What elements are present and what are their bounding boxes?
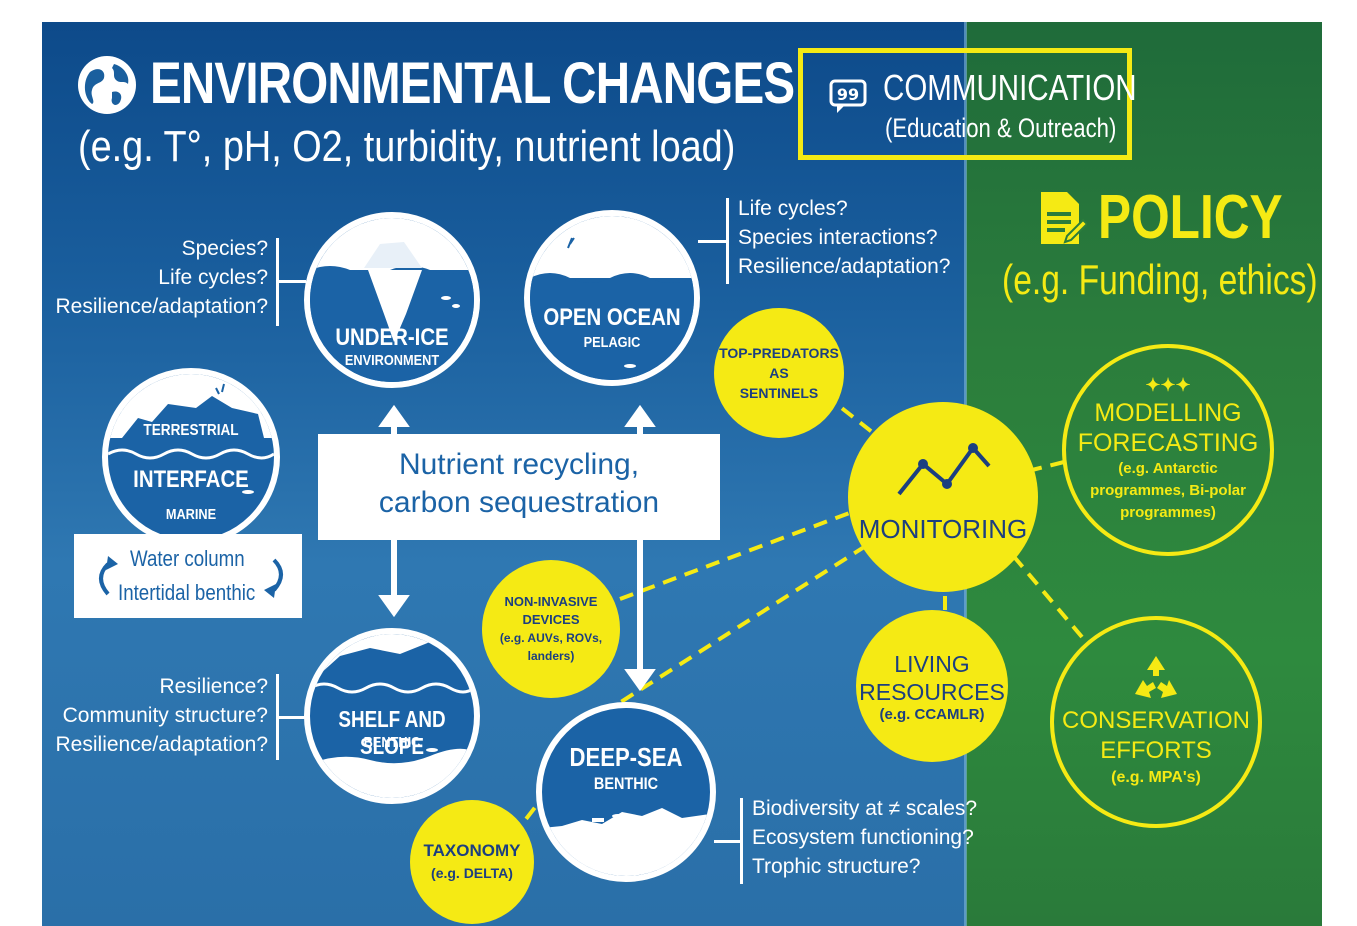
question-item: Species? <box>181 237 268 260</box>
modelling-ring: ✦✦✦ MODELLING FORECASTING (e.g. Antarcti… <box>1062 344 1274 556</box>
bracket-deep-sea-stem <box>714 840 742 843</box>
marine-label: MARINE <box>165 506 217 523</box>
question-item: Resilience/adaptation? <box>738 255 951 278</box>
question-item: Ecosystem functioning? <box>752 826 974 849</box>
non-invasive-line3: (e.g. AUVs, ROVs, <box>499 631 603 645</box>
terrestrial-interface-circle: TERRESTRIAL INTERFACE MARINE <box>102 368 280 546</box>
arrow-head-down-right <box>624 669 656 692</box>
living-line2: RESOURCES <box>859 678 1005 705</box>
non-invasive-line4: landers) <box>527 649 575 663</box>
deep-sea-sub: BENTHIC <box>593 774 659 793</box>
shelf-questions: Resilience? Community structure? Resilie… <box>42 672 268 759</box>
under-ice-questions: Species? Life cycles? Resilience/adaptat… <box>42 234 268 321</box>
cycle-arrows-icon <box>99 556 283 598</box>
sparkles-icon: ✦✦✦ <box>1145 375 1191 395</box>
question-item: Biodiversity at ≠ scales? <box>752 797 978 820</box>
interface-label: INTERFACE <box>133 466 249 493</box>
monitoring-circle: MONITORING <box>848 402 1038 592</box>
open-ocean-sub: PELAGIC <box>583 334 641 351</box>
question-item: Species interactions? <box>738 226 938 249</box>
infographic-poster: ENVIRONMENTAL CHANGES (e.g. T°, pH, O2, … <box>42 22 1322 926</box>
non-invasive-circle: NON-INVASIVE DEVICES (e.g. AUVs, ROVs, l… <box>482 560 620 698</box>
taxonomy-circle: TAXONOMY (e.g. DELTA) <box>410 800 534 924</box>
env-title: ENVIRONMENTAL CHANGES <box>150 51 795 116</box>
living-resources-circle: LIVING RESOURCES (e.g. CCAMLR) <box>856 610 1008 762</box>
open-ocean-questions: Life cycles? Species interactions? Resil… <box>738 194 950 281</box>
under-ice-sub: ENVIRONMENT <box>344 352 440 369</box>
question-item: Life cycles? <box>158 266 268 289</box>
communication-title: COMMUNICATION <box>883 67 1137 108</box>
svg-text:99: 99 <box>837 85 859 104</box>
top-predators-circle: TOP-PREDATORS AS SENTINELS <box>714 308 844 438</box>
monitoring-label: MONITORING <box>858 513 1028 544</box>
arrow-head-up-left <box>378 404 410 427</box>
question-item: Community structure? <box>62 704 268 727</box>
taxonomy-line2: (e.g. DELTA) <box>431 865 513 881</box>
question-item: Trophic structure? <box>752 855 921 878</box>
arrow-head-down-left <box>378 595 410 618</box>
modelling-line1: MODELLING <box>1094 399 1242 427</box>
intertidal-label: Intertidal benthic <box>118 580 256 605</box>
nutrient-line2: carbon sequestration <box>378 486 660 519</box>
communication-box: 99 COMMUNICATION (Education & Outreach) <box>798 48 1137 160</box>
conservation-line2: EFFORTS <box>1100 737 1212 764</box>
link-deepsea-monitoring <box>600 540 874 716</box>
deep-sea-questions: Biodiversity at ≠ scales? Ecosystem func… <box>752 794 977 881</box>
non-invasive-line1: NON-INVASIVE <box>504 594 598 609</box>
top-predators-line2: AS <box>769 365 789 381</box>
modelling-line3: (e.g. Antarctic <box>1118 460 1218 477</box>
arrow-head-up-right <box>624 404 656 427</box>
under-ice-circle: UNDER-ICE ENVIRONMENT <box>304 212 480 388</box>
deep-sea-title: DEEP-SEA <box>569 742 683 772</box>
communication-subtitle: (Education & Outreach) <box>885 113 1117 143</box>
under-ice-title: UNDER-ICE <box>335 324 449 351</box>
modelling-line4: programmes, Bi-polar <box>1090 482 1246 499</box>
nutrient-line1: Nutrient recycling, <box>398 448 640 481</box>
taxonomy-line1: TAXONOMY <box>423 841 521 860</box>
top-predators-line1: TOP-PREDATORS <box>719 345 839 361</box>
env-subtitle: (e.g. T°, pH, O2, turbidity, nutrient lo… <box>78 122 736 171</box>
speech-bubble-icon: 99 <box>829 79 867 115</box>
living-line3: (e.g. CCAMLR) <box>879 705 985 723</box>
terrestrial-label: TERRESTRIAL <box>143 422 239 439</box>
deep-sea-circle: DEEP-SEA BENTHIC <box>536 702 716 882</box>
question-item: Resilience/adaptation? <box>55 295 268 318</box>
recycle-icon <box>1135 656 1177 698</box>
link-noninvasive-monitoring <box>619 510 853 601</box>
bracket-open-ocean-stem <box>698 240 728 243</box>
water-column-box: Water column Intertidal benthic <box>74 534 302 618</box>
modelling-line2: FORECASTING <box>1077 429 1259 457</box>
shelf-title: SHELF AND SLOPE <box>338 706 446 759</box>
open-ocean-circle: OPEN OCEAN PELAGIC <box>524 210 700 386</box>
conservation-ring: CONSERVATION EFFORTS (e.g. MPA's) <box>1050 616 1262 828</box>
question-item: Resilience/adaptation? <box>55 733 268 756</box>
question-item: Resilience? <box>159 675 268 698</box>
link-modelling-monitoring <box>1031 460 1065 472</box>
connector-lines <box>378 392 1084 839</box>
conservation-line3: (e.g. MPA's) <box>1111 769 1201 786</box>
document-icon <box>1037 190 1089 246</box>
globe-icon <box>76 54 138 116</box>
policy-subtitle: (e.g. Funding, ethics) <box>1002 256 1318 303</box>
living-line1: LIVING <box>894 650 970 677</box>
non-invasive-line2: DEVICES <box>522 612 580 627</box>
shelf-slope-circle: SHELF AND SLOPE BENTHIC <box>304 628 480 804</box>
shelf-sub: BENTHIC <box>363 734 421 751</box>
bracket-shelf-stem <box>276 716 306 719</box>
conservation-line1: CONSERVATION <box>1061 707 1251 734</box>
chart-line-icon <box>897 442 991 495</box>
open-ocean-title: OPEN OCEAN <box>543 304 681 331</box>
modelling-line5: programmes) <box>1120 504 1216 521</box>
link-conservation-monitoring <box>1008 550 1084 639</box>
bracket-under-ice-stem <box>276 280 306 283</box>
water-column-label: Water column <box>130 546 245 571</box>
top-predators-line3: SENTINELS <box>739 385 819 401</box>
nutrient-box: Nutrient recycling, carbon sequestration <box>318 434 720 540</box>
question-item: Life cycles? <box>738 197 848 220</box>
policy-title: POLICY <box>1098 183 1283 252</box>
